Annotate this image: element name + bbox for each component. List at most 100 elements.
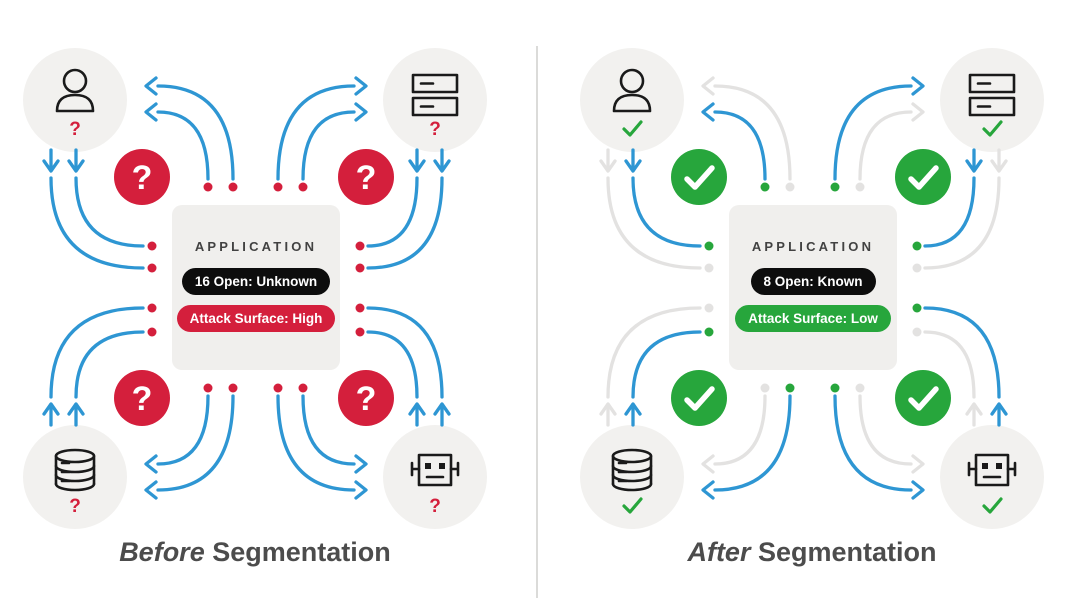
traffic-arc	[144, 394, 210, 474]
traffic-arc	[366, 176, 419, 248]
traffic-arc	[366, 176, 444, 270]
server-stack-icon	[411, 73, 459, 117]
traffic-arrow	[433, 148, 451, 173]
check-mark	[982, 497, 1003, 514]
after-diagram	[580, 48, 1044, 529]
traffic-arc-blocked	[701, 394, 767, 474]
unknown-mark: ?	[429, 496, 441, 517]
check-mark	[622, 120, 643, 137]
check-badge	[671, 149, 727, 205]
server-stack-icon	[968, 73, 1016, 117]
traffic-arc	[74, 176, 145, 248]
traffic-arc	[144, 76, 235, 181]
traffic-arc-blocked	[923, 176, 1001, 270]
node-database	[23, 425, 127, 529]
user-icon	[55, 68, 95, 113]
traffic-arrow	[624, 402, 642, 427]
traffic-arc-blocked	[701, 76, 792, 181]
check-badge	[671, 370, 727, 426]
panel-after: APPLICATION 8 Open: Known Attack Surface…	[543, 0, 1086, 598]
traffic-arrows	[42, 76, 451, 500]
traffic-arc	[631, 330, 702, 399]
traffic-arrow	[990, 402, 1008, 427]
traffic-arrow	[67, 148, 85, 173]
traffic-arc	[49, 176, 145, 270]
unknown-mark: ?	[429, 119, 441, 140]
svg-text:?: ?	[356, 159, 377, 197]
traffic-arc	[301, 394, 368, 474]
unknown-mark: ?	[69, 496, 81, 517]
database-icon	[611, 448, 653, 492]
traffic-arc	[631, 176, 702, 248]
before-diagram: ? ? ? ?	[23, 48, 487, 529]
check-mark	[982, 120, 1003, 137]
traffic-arc	[701, 102, 767, 181]
traffic-arrow	[42, 402, 60, 427]
traffic-arrow	[965, 148, 983, 173]
traffic-arc	[833, 76, 925, 181]
traffic-arc	[49, 306, 145, 399]
check-badge	[895, 149, 951, 205]
bot-icon	[410, 453, 460, 487]
traffic-arc	[74, 330, 145, 399]
check-mark	[622, 497, 643, 514]
database-icon	[54, 448, 96, 492]
node-servers	[940, 48, 1044, 152]
traffic-arc	[833, 394, 925, 500]
port-dots	[147, 182, 365, 393]
traffic-arrows	[599, 76, 1008, 500]
unknown-badge: ?	[114, 149, 170, 205]
unknown-badge: ?	[338, 149, 394, 205]
traffic-arc	[276, 76, 368, 181]
node-user	[580, 48, 684, 152]
traffic-arrow	[42, 148, 60, 173]
traffic-arc	[923, 306, 1001, 399]
traffic-arc-blocked	[858, 394, 925, 474]
traffic-arrow	[624, 148, 642, 173]
node-user	[23, 48, 127, 152]
traffic-arrow-blocked	[990, 148, 1008, 173]
unknown-mark: ?	[69, 119, 81, 140]
application-card: APPLICATION 16 Open: Unknown Attack Surf…	[172, 205, 340, 370]
traffic-arrow-blocked	[599, 148, 617, 173]
traffic-arc	[366, 306, 444, 399]
traffic-arc	[144, 102, 210, 181]
node-servers	[383, 48, 487, 152]
attack-surface-pill: Attack Surface: Low	[735, 305, 891, 332]
port-dots	[704, 182, 922, 393]
traffic-arrow	[408, 148, 426, 173]
application-card: APPLICATION 8 Open: Known Attack Surface…	[729, 205, 897, 370]
traffic-arc	[701, 394, 792, 500]
node-database	[580, 425, 684, 529]
svg-text:?: ?	[132, 380, 153, 418]
traffic-arc-blocked	[858, 102, 925, 181]
traffic-arc	[923, 176, 976, 248]
unknown-badge: ?	[114, 370, 170, 426]
traffic-arrow	[67, 402, 85, 427]
attack-surface-pill: Attack Surface: High	[176, 305, 336, 332]
traffic-arc	[301, 102, 368, 181]
application-title: APPLICATION	[751, 239, 875, 254]
traffic-arc	[144, 394, 235, 500]
check-badge	[895, 370, 951, 426]
traffic-arrow-blocked	[965, 402, 983, 427]
unknown-badge: ?	[338, 370, 394, 426]
traffic-arrow	[408, 402, 426, 427]
user-icon	[612, 68, 652, 113]
svg-text:?: ?	[356, 380, 377, 418]
traffic-arc	[366, 330, 419, 399]
traffic-arc-blocked	[606, 306, 702, 399]
open-ports-pill: 8 Open: Known	[750, 268, 876, 295]
bot-icon	[967, 453, 1017, 487]
traffic-arrow-blocked	[599, 402, 617, 427]
application-title: APPLICATION	[194, 239, 318, 254]
panel-before: ? ? ? ?	[23, 48, 487, 567]
svg-text:?: ?	[132, 159, 153, 197]
traffic-arc	[276, 394, 368, 500]
open-ports-pill: 16 Open: Unknown	[181, 268, 331, 295]
traffic-arc-blocked	[923, 330, 976, 399]
traffic-arrow	[433, 402, 451, 427]
